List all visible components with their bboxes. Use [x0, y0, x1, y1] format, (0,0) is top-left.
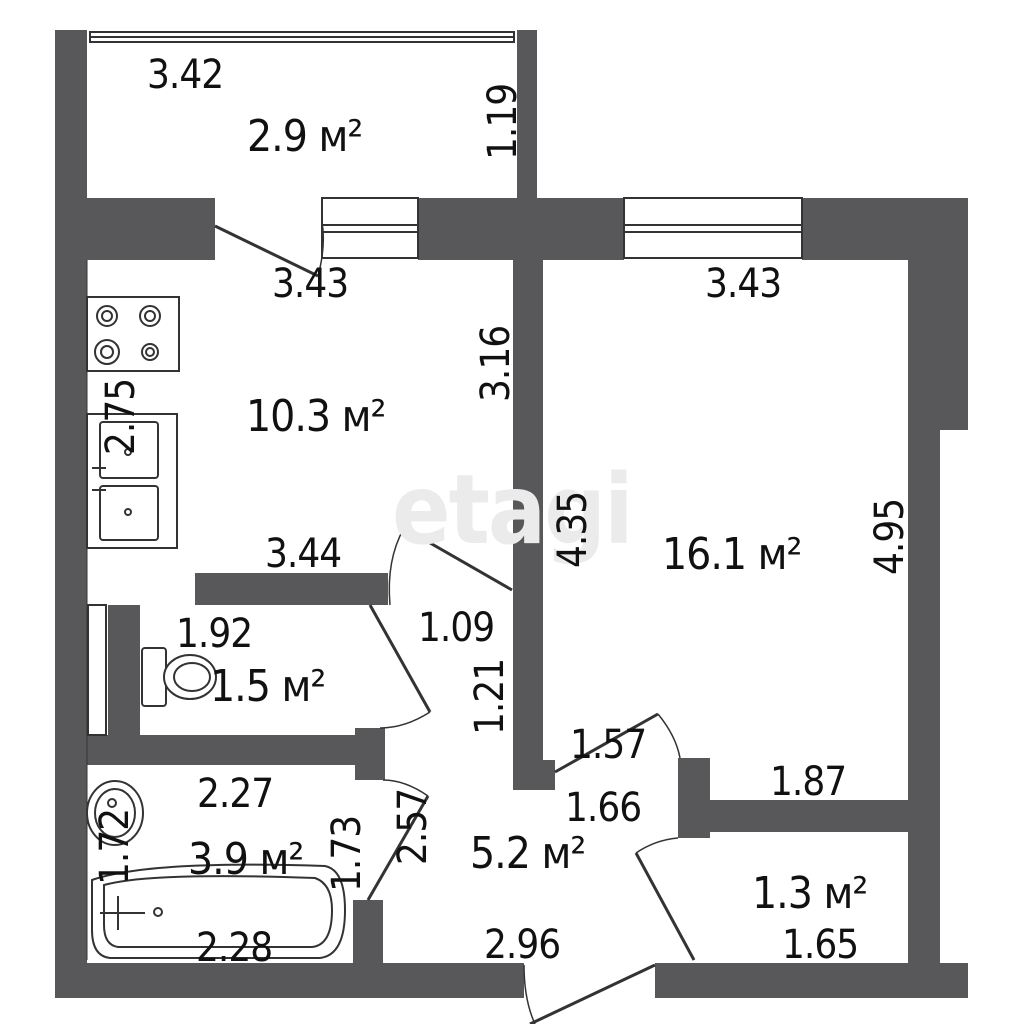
- bathroom-left-label: 1.72: [92, 808, 138, 885]
- kitchen-fixtures: [86, 296, 180, 549]
- closet-width-label: 1.65: [782, 922, 859, 968]
- hall-side-label: 1.21: [467, 658, 513, 735]
- balcony-area-label: 2.9 м²: [247, 111, 363, 162]
- bathroom-bottom-label: 2.28: [196, 925, 273, 971]
- hall-bottom-label: 2.96: [484, 922, 561, 968]
- kitchen-area-label: 10.3 м²: [246, 391, 386, 442]
- living-bottom-label: 1.87: [770, 759, 847, 805]
- hall-area-label: 5.2 м²: [470, 828, 586, 879]
- toilet-fixture: [87, 604, 217, 736]
- kitchen-right-label: 3.16: [473, 325, 519, 402]
- hall-diag-label: 2.57: [390, 788, 436, 865]
- bathroom-top-label: 2.27: [197, 771, 274, 817]
- windows: [89, 31, 803, 259]
- bathroom-right-label: 1.73: [324, 815, 370, 892]
- balcony-width-label: 3.42: [147, 52, 224, 98]
- kitchen-bottom-label: 3.44: [265, 531, 342, 577]
- hall-door-label: 1.57: [570, 722, 647, 768]
- hall-mid-label: 1.66: [565, 785, 642, 831]
- hall-top-label: 1.09: [418, 605, 495, 651]
- bathroom-fixtures: [86, 780, 347, 959]
- walls: [55, 30, 968, 998]
- watermark: etagi: [392, 454, 634, 566]
- kitchen-top-label: 3.43: [272, 261, 349, 307]
- kitchen-left-label: 2.75: [98, 378, 144, 455]
- toilet-width-label: 1.92: [176, 611, 253, 657]
- living-top-label: 3.43: [705, 261, 782, 307]
- toilet-area-label: 1.5 м²: [210, 661, 326, 712]
- bathroom-area-label: 3.9 м²: [188, 834, 304, 885]
- balcony-depth-label: 1.19: [480, 83, 526, 160]
- closet-area-label: 1.3 м²: [752, 868, 868, 919]
- living-left-label: 4.35: [550, 491, 596, 568]
- doors: [214, 221, 696, 1024]
- living-area-label: 16.1 м²: [662, 529, 802, 580]
- living-right-label: 4.95: [867, 498, 913, 575]
